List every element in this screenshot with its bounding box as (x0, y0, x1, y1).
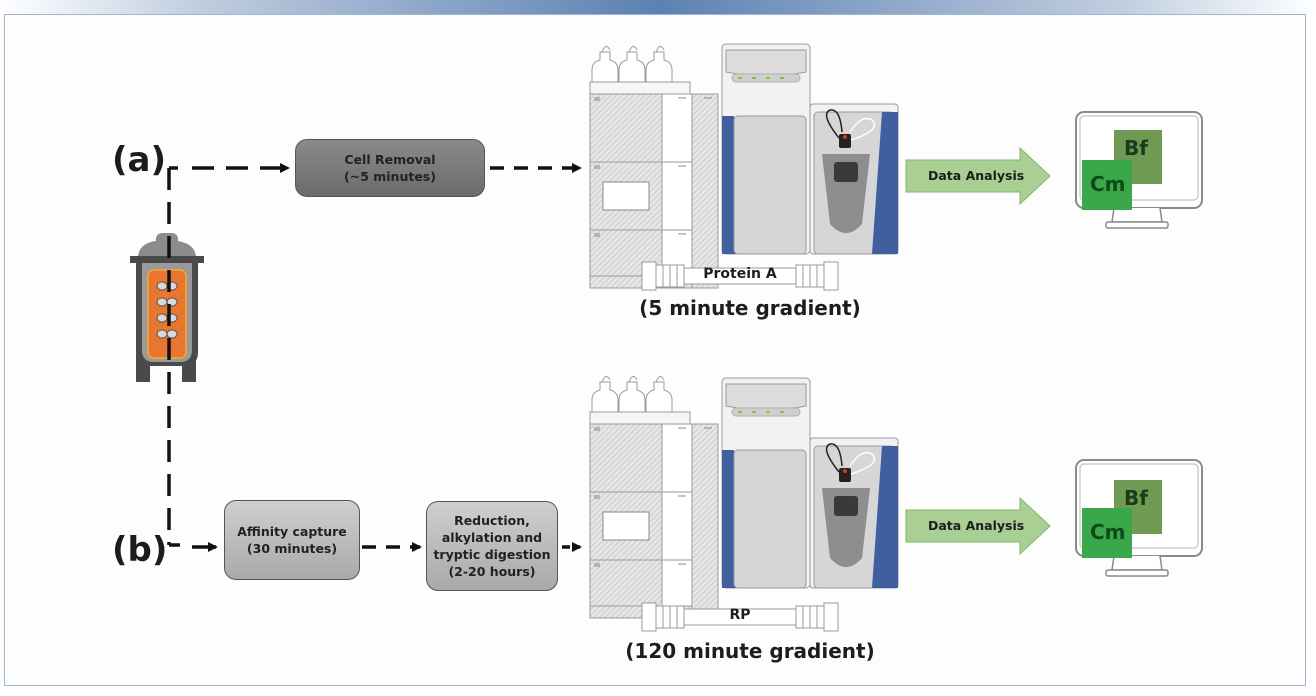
step-affinity-capture: Affinity capture (30 minutes) (224, 500, 360, 580)
column-label-a: Protein A (703, 266, 777, 282)
step-line: alkylation and (441, 530, 543, 545)
step-duration: (30 minutes) (246, 541, 338, 556)
lc-system-a (589, 45, 719, 289)
gradient-label-a: (5 minute gradient) (639, 296, 861, 320)
bioreactor-icon (130, 233, 204, 382)
step-duration: (~5 minutes) (344, 169, 436, 184)
mass-spectrometer-a (721, 43, 899, 255)
flow-dashed-lines (167, 166, 180, 547)
gradient-label-b: (120 minute gradient) (625, 639, 875, 663)
step-title: Affinity capture (237, 524, 347, 539)
software-tiles-a (1082, 130, 1162, 210)
step-title: Cell Removal (344, 152, 436, 167)
flow-arrows (192, 163, 582, 552)
step-duration: (2-20 hours) (448, 564, 536, 579)
software-tiles-b (1082, 480, 1162, 558)
workflow-label-b: (b) (112, 530, 168, 570)
lc-system-b (589, 375, 719, 619)
step-cell-removal: Cell Removal (~5 minutes) (295, 139, 485, 197)
mass-spectrometer-b (721, 377, 899, 589)
software-cm-icon: Cm (1090, 172, 1126, 196)
workflow-label-a: (a) (112, 140, 167, 180)
software-cm-icon: Cm (1090, 520, 1126, 544)
software-bf-icon: Bf (1124, 136, 1148, 160)
software-bf-icon: Bf (1124, 486, 1148, 510)
step-line: tryptic digestion (433, 547, 551, 562)
header-gradient-bar (0, 0, 1316, 16)
data-analysis-label-a: Data Analysis (928, 168, 1025, 183)
data-analysis-label-b: Data Analysis (928, 518, 1025, 533)
step-reduction-digestion: Reduction, alkylation and tryptic digest… (426, 501, 558, 591)
step-line: Reduction, (454, 513, 530, 528)
column-label-b: RP (729, 607, 751, 623)
